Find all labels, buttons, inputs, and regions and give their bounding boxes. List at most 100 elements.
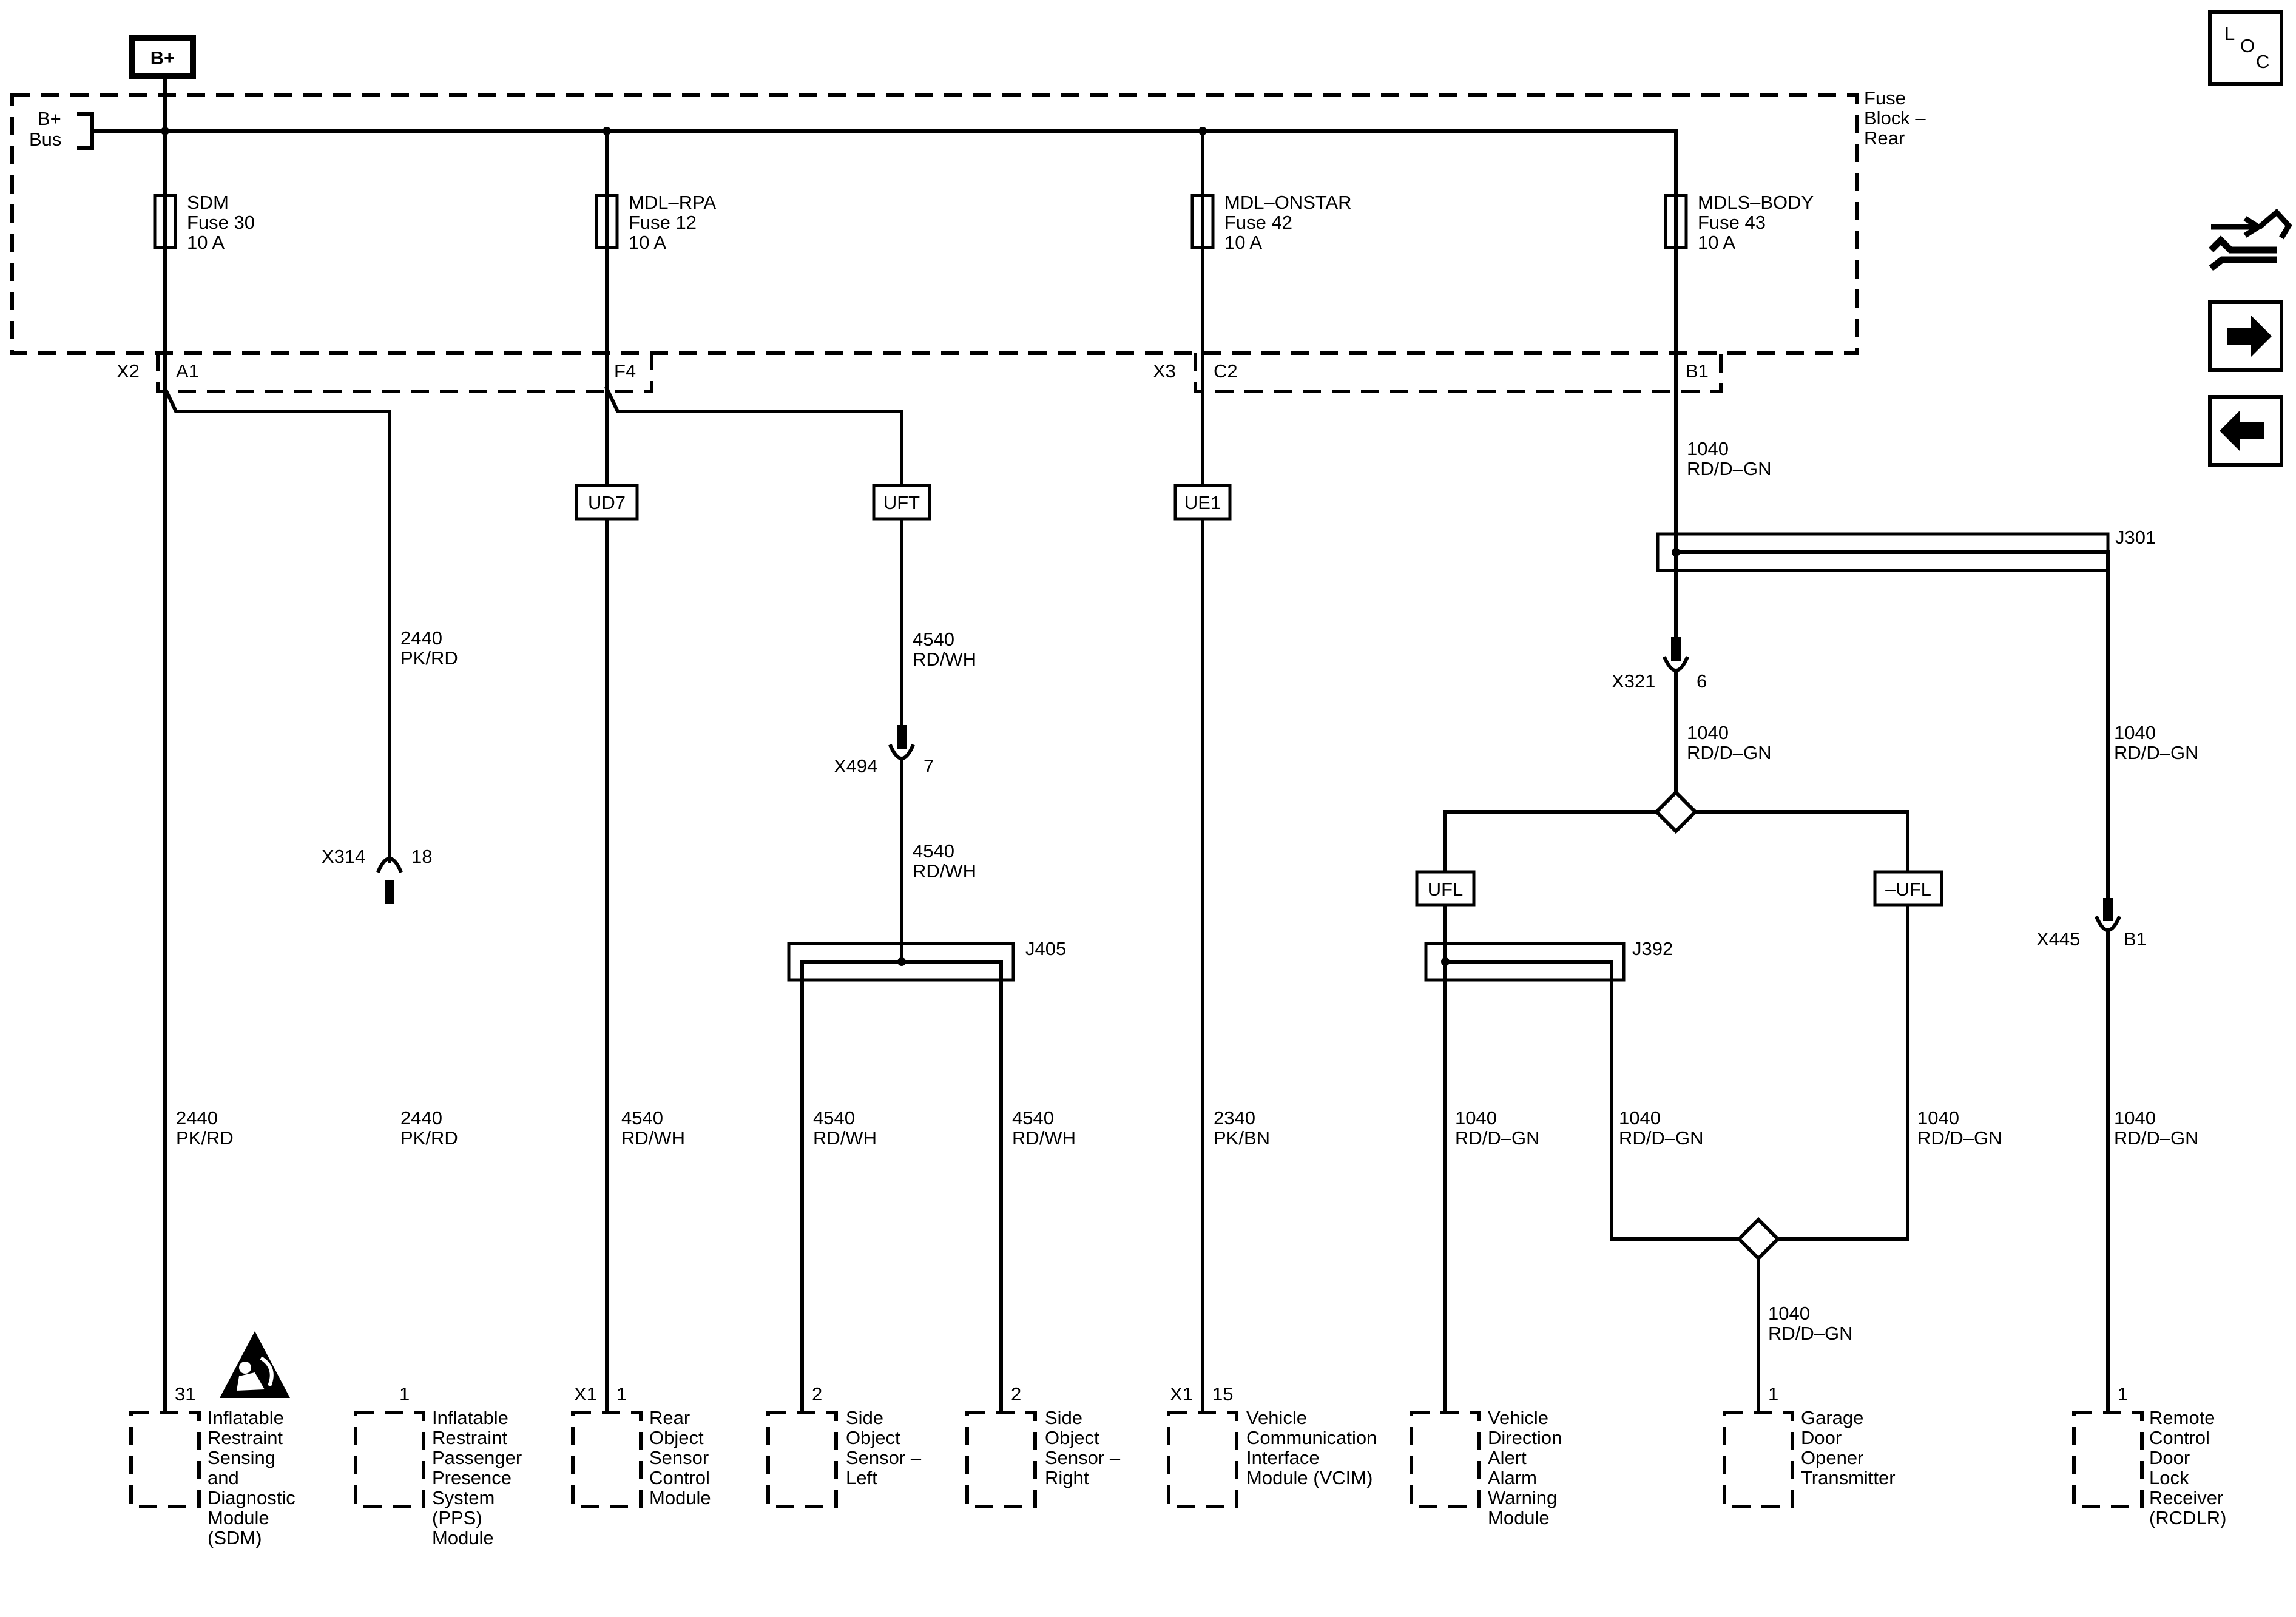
sos-left-label-2: Sensor – (846, 1447, 922, 1468)
splice-diamond-lower (1736, 1217, 1781, 1261)
connector-repair-icon[interactable] (2209, 208, 2292, 271)
wire-4540-a-num: 4540 (913, 629, 954, 650)
wire-4540-roscm-num: 4540 (621, 1107, 663, 1129)
loc-letter-o: O (2240, 35, 2255, 56)
roscm-label-0: Rear (649, 1407, 690, 1428)
wire-2440-sdm-num: 2440 (176, 1107, 218, 1129)
component-roscm-box (571, 1411, 643, 1508)
fuse-block-label-3: Rear (1864, 127, 1905, 149)
sdm-label-4: Diagnostic (208, 1487, 295, 1508)
sos-right-label-1: Object (1045, 1427, 1099, 1448)
wire-1040-right-num: 1040 (1917, 1107, 1959, 1129)
splice-j405 (787, 942, 1015, 982)
pin-sos-right: 2 (1011, 1383, 1021, 1405)
next-page-arrow-icon[interactable] (2208, 300, 2283, 372)
pin-roscm: 1 (616, 1383, 627, 1405)
vdaawm-label-4: Warning (1488, 1487, 1557, 1508)
conn-roscm: X1 (574, 1383, 597, 1405)
option-ufl: UFL (1428, 879, 1464, 900)
wire-2440-top-color: PK/RD (400, 647, 458, 669)
conn-f4: F4 (614, 360, 636, 382)
wire-1040-mid-num: 1040 (1619, 1107, 1661, 1129)
wire-1040-rcdlr-num: 1040 (2114, 1107, 2156, 1129)
component-pps-box (354, 1411, 425, 1508)
bus-label-2: Bus (29, 129, 61, 150)
wire-2440-top-num: 2440 (400, 627, 442, 649)
gdo-label-3: Transmitter (1801, 1467, 1896, 1488)
sos-left-label-1: Object (846, 1427, 900, 1448)
fuse-body-rating: 10 A (1698, 232, 1735, 253)
option-ue1: UE1 (1184, 492, 1221, 513)
previous-page-arrow-icon[interactable] (2208, 395, 2283, 467)
wire-2440-pps-color: PK/RD (400, 1127, 458, 1149)
pps-label-5: (PPS) (432, 1507, 482, 1528)
wire-4540-right-color: RD/WH (1012, 1127, 1076, 1149)
loc-icon[interactable]: L O C (2208, 10, 2283, 86)
sos-left-label-3: Left (846, 1467, 877, 1488)
pps-label-6: Module (432, 1527, 494, 1548)
sdm-label-0: Inflatable (208, 1407, 284, 1428)
vdaawm-label-3: Alarm (1488, 1467, 1537, 1488)
splice-diamond-upper (1653, 789, 1698, 834)
roscm-label-3: Control (649, 1467, 710, 1488)
component-gdo-box (1723, 1411, 1794, 1508)
sos-left-label-0: Side (846, 1407, 883, 1428)
fuse-block-label-2: Block – (1864, 107, 1926, 129)
vdaawm-label-2: Alert (1488, 1447, 1527, 1468)
sdm-label-3: and (208, 1467, 239, 1488)
fuse-rpa-name: MDL–RPA (629, 192, 716, 213)
option-ufl-box (1415, 870, 1476, 907)
sdm-label-1: Restraint (208, 1427, 283, 1448)
pps-label-4: System (432, 1487, 495, 1508)
splice-j392-label: J392 (1632, 938, 1673, 959)
sdm-label-6: (SDM) (208, 1527, 262, 1548)
pin-sdm: 31 (175, 1383, 195, 1405)
fuse-block-label-1: Fuse (1864, 87, 1906, 109)
option-ud7: UD7 (588, 492, 626, 513)
component-vcim-box (1167, 1411, 1238, 1508)
wire-1040-top-num: 1040 (1687, 438, 1729, 459)
wire-4540-roscm-color: RD/WH (621, 1127, 685, 1149)
pps-label-2: Passenger (432, 1447, 522, 1468)
option-ue1-box (1173, 484, 1232, 521)
wire-1040-mid-color: RD/D–GN (1619, 1127, 1704, 1149)
vcim-label-2: Interface (1246, 1447, 1320, 1468)
wire-1040-gdo-color: RD/D–GN (1768, 1323, 1853, 1344)
conn-x3: X3 (1153, 360, 1176, 382)
vcim-label-0: Vehicle (1246, 1407, 1307, 1428)
fuse-rpa-number: Fuse 12 (629, 212, 697, 233)
vdaawm-label-1: Direction (1488, 1427, 1562, 1448)
fuse-sdm-number: Fuse 30 (187, 212, 255, 233)
conn-x445: X445 (2036, 928, 2080, 950)
pps-label-0: Inflatable (432, 1407, 508, 1428)
roscm-label-2: Sensor (649, 1447, 709, 1468)
vdaawm-label-0: Vehicle (1488, 1407, 1548, 1428)
gdo-label-1: Door (1801, 1427, 1842, 1448)
connector-x3-outline (1194, 353, 1723, 393)
pin-sos-left: 2 (812, 1383, 822, 1405)
wire-4540-a-color: RD/WH (913, 649, 976, 670)
pps-label-1: Restraint (432, 1427, 507, 1448)
conn-x2: X2 (116, 360, 140, 382)
gdo-label-0: Garage (1801, 1407, 1863, 1428)
splice-j392 (1424, 942, 1626, 982)
bus-bracket (77, 112, 94, 150)
pin-pps: 1 (399, 1383, 410, 1405)
option-no-ufl: –UFL (1885, 879, 1931, 900)
rcdlr-label-5: (RCDLR) (2149, 1507, 2226, 1528)
component-sdm-box (129, 1411, 201, 1508)
wire-1040-gdo-num: 1040 (1768, 1303, 1810, 1324)
sos-right-label-3: Right (1045, 1467, 1089, 1488)
wire-1040-rcdlr-top-num: 1040 (2114, 722, 2156, 743)
fuse-onstar-number: Fuse 42 (1224, 212, 1292, 233)
wire-2440-sdm-color: PK/RD (176, 1127, 234, 1149)
conn-x321: X321 (1612, 670, 1655, 692)
bus-label-1: B+ (38, 108, 61, 129)
fuse-sdm-name: SDM (187, 192, 229, 213)
conn-x314-pin: 18 (411, 846, 432, 867)
option-uft: UFT (883, 492, 920, 513)
option-uft-box (872, 484, 931, 521)
wire-4540-left-color: RD/WH (813, 1127, 877, 1149)
wire-4540-b-num: 4540 (913, 840, 954, 862)
conn-c2: C2 (1214, 360, 1238, 382)
